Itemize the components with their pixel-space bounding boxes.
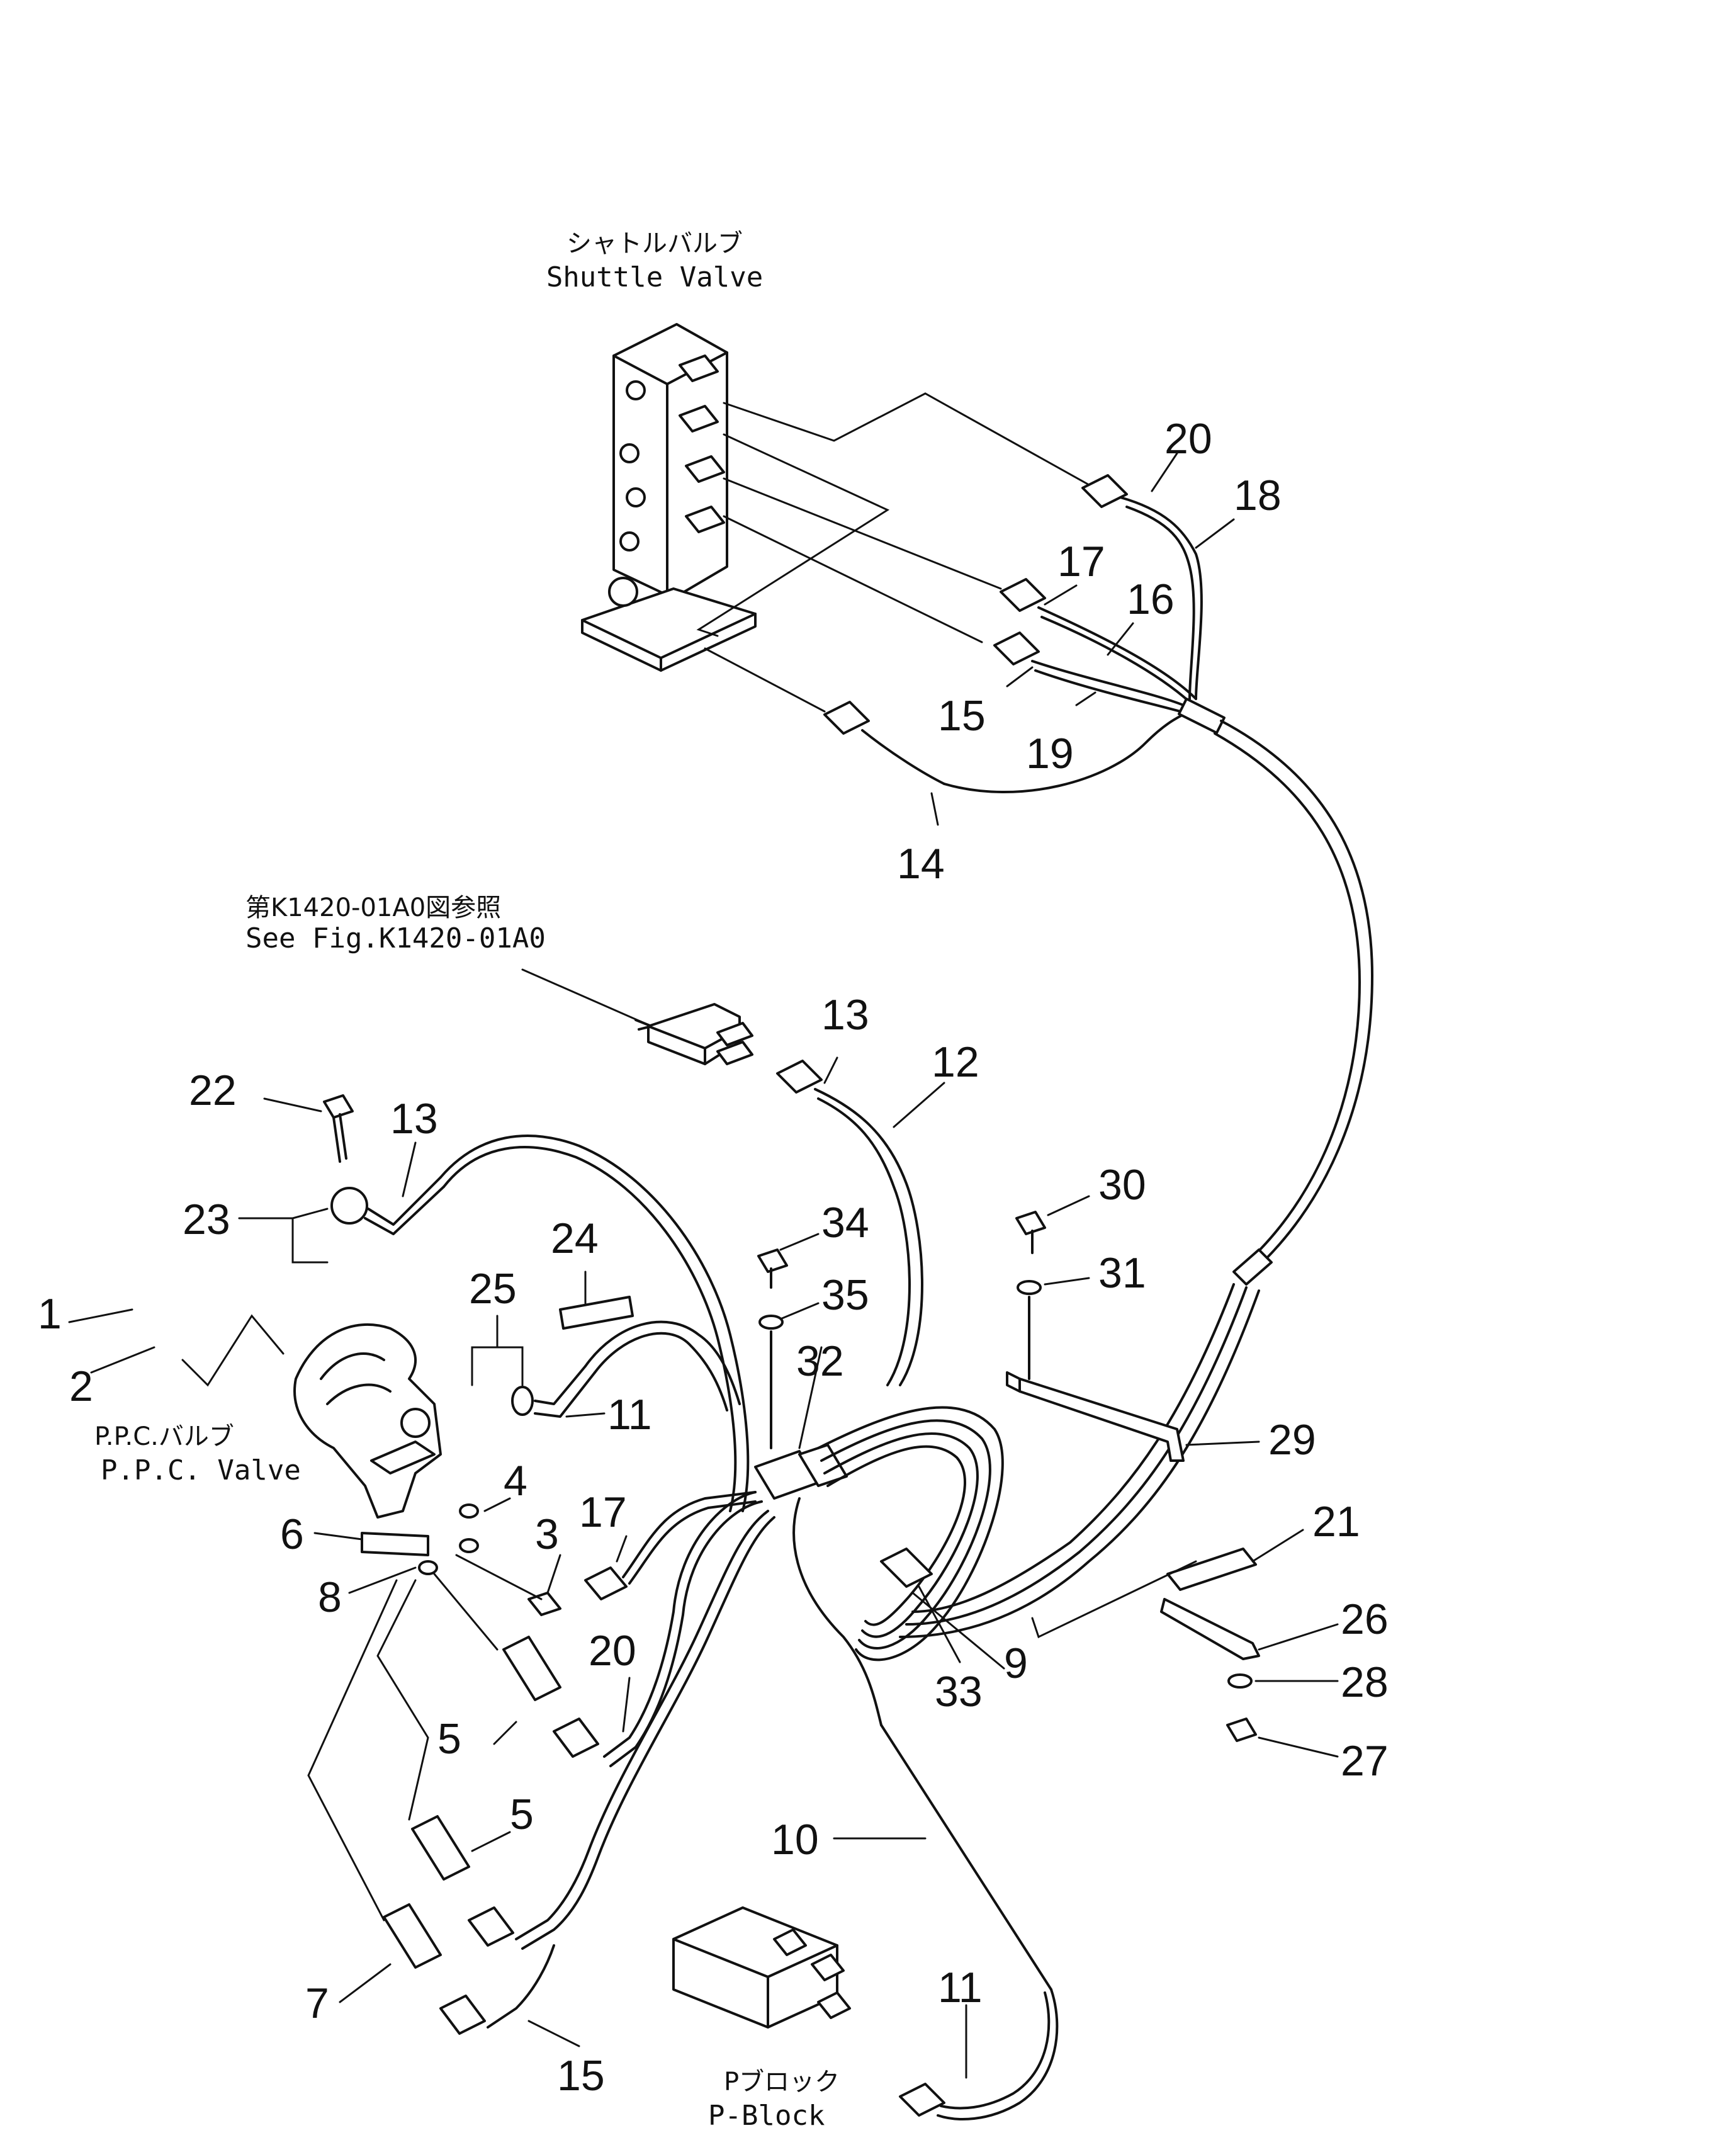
ppc-valve (293, 1323, 442, 1519)
hose-clamp-bundle (754, 1283, 1260, 2120)
callout-20: 20 (1164, 415, 1212, 463)
callout-13-lower: 13 (390, 1095, 438, 1143)
see-fig-block (647, 1003, 753, 1065)
callout-23: 23 (183, 1196, 230, 1243)
callout-11-lower: 11 (938, 1964, 983, 2012)
callout-10: 10 (771, 1816, 819, 1864)
bracket-hardware (757, 1211, 1260, 1742)
hose-bundle-upper (823, 474, 1373, 1286)
callout-15: 15 (938, 692, 986, 740)
callout-12: 12 (932, 1038, 979, 1086)
callout-11-upper: 11 (607, 1391, 652, 1439)
ppc-valve-caption-jp: P.P.C.バルブ (94, 1422, 234, 1451)
callout-33: 33 (935, 1668, 983, 1716)
shuttle-valve-caption-jp: シャトルバルブ (566, 229, 743, 258)
callouts: 20 18 17 16 15 19 14 13 12 22 13 23 1 2 … (38, 415, 1389, 2100)
callout-25: 25 (469, 1265, 517, 1313)
callout-32: 32 (796, 1337, 844, 1385)
callout-31: 31 (1098, 1249, 1146, 1297)
p-block-caption-en: P-Block (708, 2100, 825, 2132)
callout-14: 14 (897, 840, 945, 888)
callout-2: 2 (69, 1362, 93, 1410)
p-block-caption-jp: Pブロック (724, 2068, 840, 2097)
see-fig-caption-jp: 第K1420-01A0図参照 (245, 893, 501, 922)
ppc-hoses (307, 1094, 775, 2035)
callout-24: 24 (551, 1214, 599, 1262)
shuttle-valve (581, 323, 757, 672)
callout-15-lower: 15 (557, 2052, 605, 2100)
callout-34: 34 (821, 1199, 869, 1247)
callout-9: 9 (1004, 1639, 1028, 1687)
callout-17: 17 (1057, 538, 1105, 586)
callout-29: 29 (1268, 1416, 1316, 1464)
callout-30: 30 (1098, 1161, 1146, 1209)
callout-16: 16 (1127, 575, 1175, 623)
callout-5-upper: 5 (437, 1715, 461, 1763)
callout-4: 4 (504, 1457, 527, 1505)
callout-18: 18 (1234, 472, 1282, 519)
callout-20-lower: 20 (589, 1627, 636, 1675)
callout-1: 1 (38, 1290, 62, 1338)
callout-8: 8 (318, 1573, 342, 1621)
callout-28: 28 (1341, 1658, 1389, 1706)
callout-17-lower: 17 (579, 1488, 627, 1536)
callout-6: 6 (280, 1510, 304, 1558)
see-fig-caption-en: See Fig.K1420-01A0 (245, 922, 546, 954)
callout-3: 3 (535, 1510, 559, 1558)
callout-35: 35 (821, 1271, 869, 1319)
callout-13-upper: 13 (821, 991, 869, 1039)
callout-22: 22 (189, 1067, 237, 1114)
p-block (672, 1906, 945, 2117)
ppc-valve-caption-en: P.P.C. Valve (101, 1454, 301, 1486)
callout-27: 27 (1341, 1737, 1389, 1785)
callout-19: 19 (1026, 730, 1074, 778)
callout-21: 21 (1312, 1498, 1360, 1546)
shuttle-valve-caption-en: Shuttle Valve (546, 261, 763, 293)
callout-7: 7 (305, 1979, 329, 2027)
callout-26: 26 (1341, 1595, 1389, 1643)
callout-5-lower: 5 (510, 1791, 534, 1838)
